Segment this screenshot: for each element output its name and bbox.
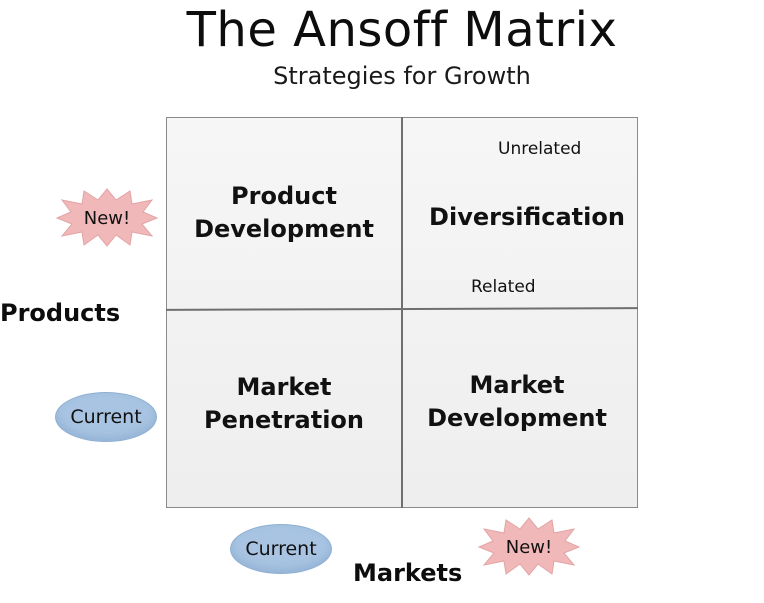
related-annotation: Related [471,277,536,297]
diagram-title: The Ansoff Matrix [186,2,618,58]
quadrant-label-line: Penetration [203,406,364,434]
current-products-ellipse: Current [55,392,157,442]
products-axis-label: Products [0,299,121,327]
starburst-label: New! [506,537,552,558]
unrelated-annotation: Unrelated [498,139,582,159]
quadrant-label-line: Diversification [429,203,625,231]
quadrant-label-line: Development [194,215,374,243]
quadrant-label-line: Market [236,373,332,401]
markets-axis-label: Markets [353,559,463,587]
quadrant-label-line: Development [427,404,607,432]
diagram-subtitle: Strategies for Growth [273,62,531,90]
matrix-vertical-divider [401,117,403,508]
quadrant-label-line: Market [469,371,565,399]
starburst-label: New! [84,208,130,229]
quadrant-market-development: Market Development [403,369,631,435]
quadrant-diversification: Diversification [403,201,651,234]
quadrant-market-penetration: Market Penetration [168,371,400,437]
starburst-shape [55,188,159,247]
ellipse-label: Current [70,406,142,428]
current-markets-ellipse: Current [230,524,332,574]
quadrant-product-development: Product Development [168,180,400,246]
ellipse-label: Current [245,538,317,560]
quadrant-label-line: Product [231,182,337,210]
new-products-starburst: New! [55,188,159,247]
starburst-shape [477,517,581,576]
new-markets-starburst: New! [477,517,581,576]
